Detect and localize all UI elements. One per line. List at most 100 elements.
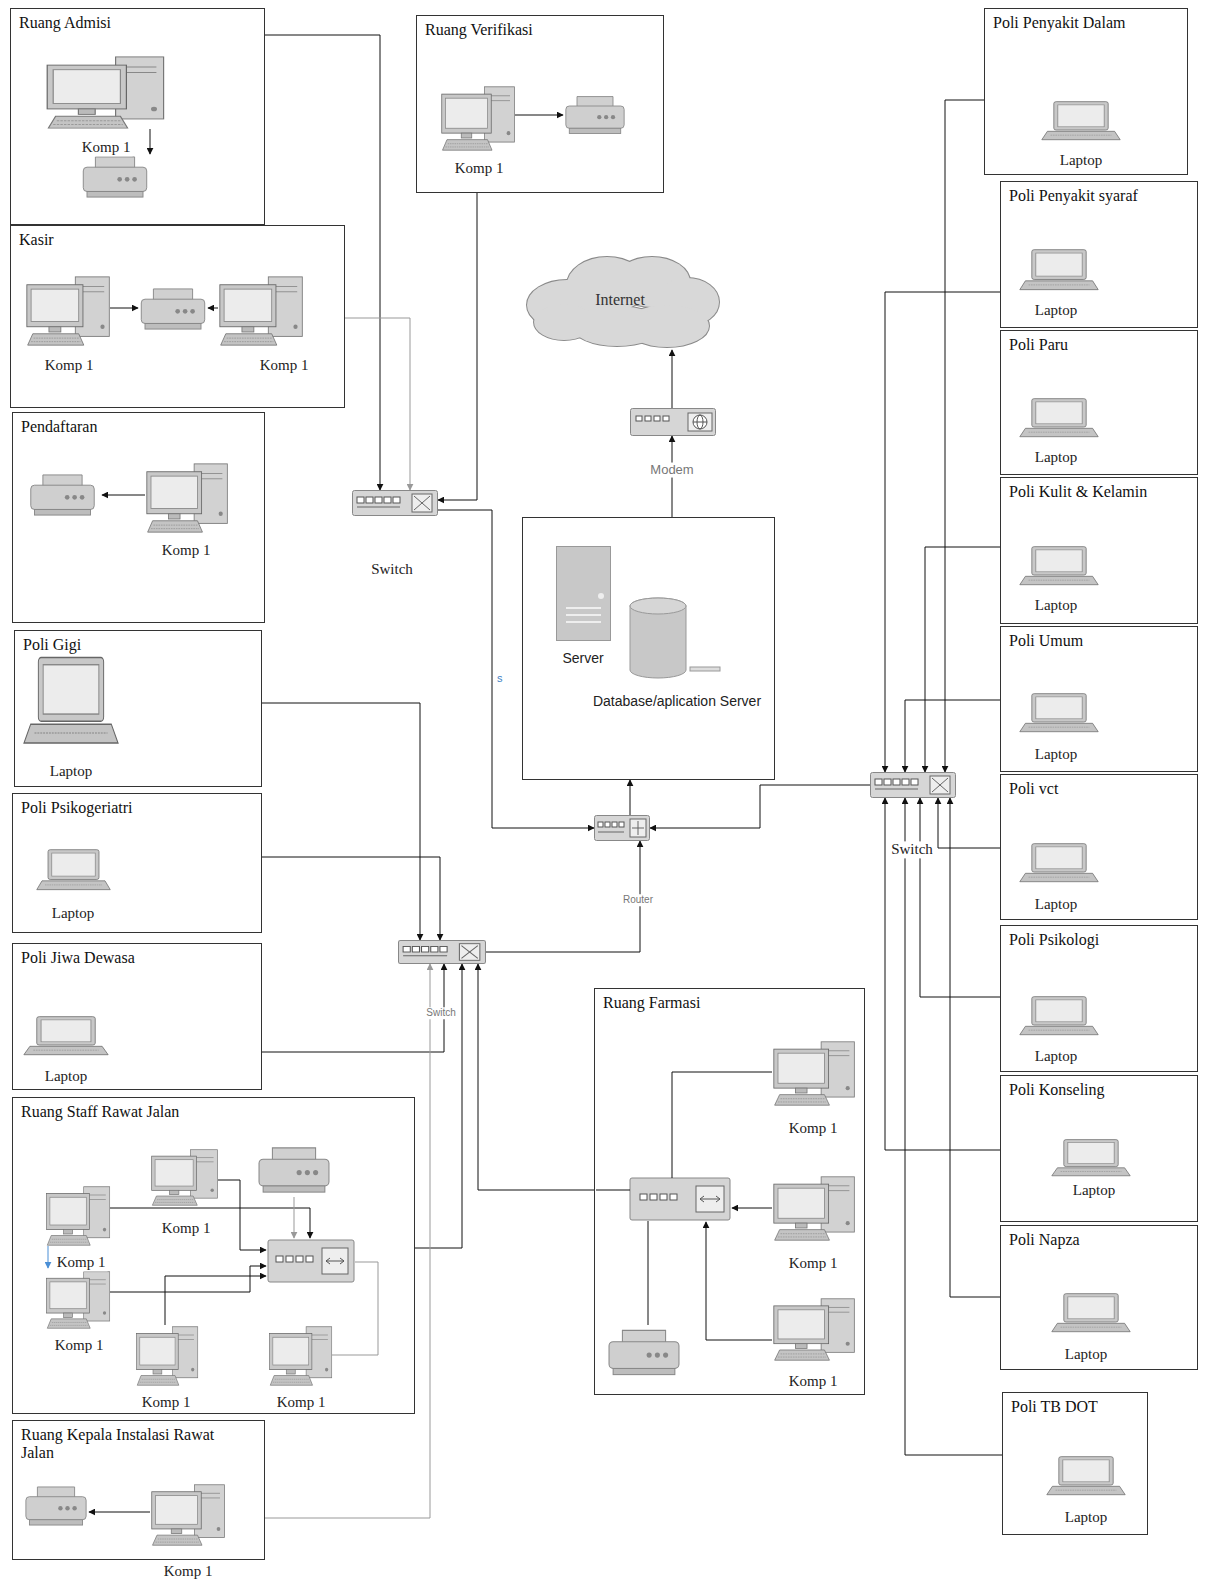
network-link bbox=[920, 798, 1000, 997]
icon-part bbox=[732, 1208, 772, 1209]
icon-part bbox=[217, 1527, 221, 1531]
icon-part bbox=[414, 496, 430, 510]
icon-part bbox=[1020, 873, 1098, 881]
room-title: Poli Penyakit syaraf bbox=[1009, 187, 1138, 205]
icon-part bbox=[440, 946, 447, 952]
computer-node: Komp 1 bbox=[151, 1149, 219, 1206]
icon-part bbox=[399, 940, 486, 963]
device-icon bbox=[269, 1326, 333, 1386]
icon-part bbox=[1059, 1457, 1113, 1485]
icon-part bbox=[1058, 105, 1104, 127]
icon-part bbox=[153, 1535, 203, 1545]
printer-icon bbox=[609, 1330, 679, 1374]
icon-part bbox=[270, 1334, 312, 1370]
icon-part bbox=[696, 1186, 724, 1212]
icon-part bbox=[195, 1161, 214, 1162]
room-title: Poli Gigi bbox=[23, 636, 81, 654]
icon-part bbox=[557, 547, 611, 641]
icon-part bbox=[49, 327, 61, 332]
room-box: Ruang Kepala Instalasi Rawat JalanKomp 1 bbox=[12, 1420, 265, 1560]
device-icon bbox=[773, 1298, 856, 1361]
device-icon bbox=[398, 940, 486, 964]
device-icon bbox=[1019, 398, 1099, 438]
icon-part bbox=[654, 416, 660, 421]
computer-node: Komp 1 bbox=[219, 276, 304, 346]
icon-part bbox=[1042, 131, 1120, 139]
laptop-node: Laptop bbox=[1051, 1293, 1131, 1333]
icon-part bbox=[693, 415, 707, 429]
laptop-node: Laptop bbox=[23, 1016, 109, 1056]
device-label: Komp 1 bbox=[162, 1563, 215, 1580]
icon-part bbox=[1032, 547, 1086, 575]
icon-part bbox=[930, 776, 950, 794]
icon-part bbox=[688, 413, 712, 431]
room-title: Poli Psikologi bbox=[1009, 931, 1099, 949]
room-title: Poli Napza bbox=[1009, 1231, 1080, 1249]
icon-part bbox=[846, 1221, 850, 1225]
icon-part bbox=[37, 1017, 95, 1045]
icon-part bbox=[826, 1055, 849, 1056]
icon-part bbox=[286, 1370, 295, 1375]
hub-icon bbox=[268, 1178, 730, 1282]
icon-part bbox=[648, 1221, 649, 1325]
icon-part bbox=[1052, 1168, 1130, 1176]
device-icon bbox=[1019, 843, 1099, 883]
icon-part bbox=[148, 521, 203, 532]
room-title: Ruang Admisi bbox=[19, 14, 111, 32]
icon-part bbox=[38, 657, 103, 721]
room-title: Poli Jiwa Dewasa bbox=[21, 949, 135, 967]
icon-part bbox=[826, 1307, 849, 1308]
icon-part bbox=[353, 491, 438, 516]
icon-part bbox=[50, 1197, 86, 1225]
printer-icon bbox=[26, 1487, 86, 1525]
network-link bbox=[415, 964, 462, 1248]
icon-part bbox=[150, 129, 151, 154]
device-label: Komp 1 bbox=[160, 1220, 213, 1237]
device-label: Router bbox=[621, 894, 655, 906]
icon-part bbox=[1032, 844, 1086, 872]
device-label: Komp 1 bbox=[275, 1394, 328, 1411]
device-icon bbox=[1019, 693, 1099, 733]
icon-part bbox=[393, 497, 400, 503]
icon-part bbox=[1061, 1327, 1122, 1328]
icon-part bbox=[403, 955, 447, 956]
device-label: Laptop bbox=[43, 1068, 90, 1085]
icon-part bbox=[48, 850, 99, 880]
icon-part bbox=[57, 120, 121, 121]
device-icon bbox=[46, 1186, 111, 1246]
device-icon bbox=[1019, 546, 1099, 586]
modem-node: Modem bbox=[630, 408, 716, 436]
device-label: Server bbox=[560, 650, 605, 666]
icon-part bbox=[152, 1156, 197, 1190]
room-box: PendaftaranKomp 1 bbox=[12, 412, 265, 623]
device-label: Laptop bbox=[1033, 1048, 1080, 1065]
icon-part bbox=[88, 1199, 106, 1200]
device-wires bbox=[48, 115, 772, 1512]
device-icon bbox=[441, 86, 516, 151]
icon-part bbox=[1020, 428, 1098, 436]
icon-part bbox=[357, 497, 364, 503]
icon-part bbox=[153, 525, 197, 526]
icon-part bbox=[884, 779, 891, 785]
printer-icon bbox=[566, 97, 624, 134]
icon-part bbox=[227, 338, 272, 339]
icon-part bbox=[47, 1319, 90, 1328]
icon-part bbox=[52, 853, 96, 876]
room-box: Poli vctLaptop bbox=[1000, 774, 1198, 920]
icon-part bbox=[110, 1266, 266, 1292]
icon-part bbox=[446, 146, 490, 147]
server-label: Database/aplication Server bbox=[591, 693, 763, 709]
computer-node: Komp 1 bbox=[773, 1176, 856, 1241]
icon-part bbox=[826, 1190, 849, 1191]
icon-part bbox=[151, 107, 157, 112]
device-label: Komp 1 bbox=[160, 542, 213, 559]
room-box: KasirKomp 1Komp 1 bbox=[10, 225, 345, 408]
link-mark: s bbox=[497, 672, 503, 685]
device-icon bbox=[594, 815, 650, 841]
network-link bbox=[945, 100, 984, 772]
icon-part bbox=[598, 822, 603, 827]
device-icon bbox=[151, 1149, 219, 1206]
device-label: Laptop bbox=[50, 905, 97, 922]
icon-part bbox=[158, 1539, 198, 1540]
